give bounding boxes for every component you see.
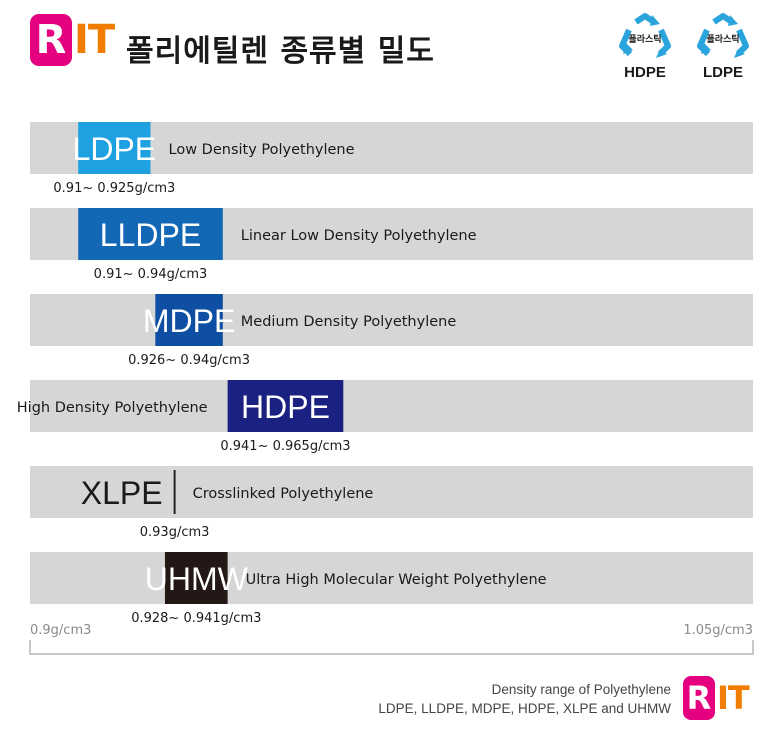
density-range-bar xyxy=(227,380,344,432)
recycle-label: HDPE xyxy=(624,64,666,81)
recycle-ldpe-symbol: 플라스틱 LDPE xyxy=(688,12,758,81)
density-range-bar xyxy=(78,122,151,174)
description-label: Ultra High Molecular Weight Polyethylene xyxy=(246,572,547,588)
density-range-bar xyxy=(78,208,223,260)
recycle-inner-text: 플라스틱 xyxy=(628,33,661,45)
recycle-inner-text: 플라스틱 xyxy=(706,33,739,45)
logo-it-mark: IT xyxy=(74,17,115,63)
bar-name-label: XLPE xyxy=(81,475,163,511)
page-title: 폴리에틸렌 종류별 밀도 xyxy=(126,34,435,69)
range-value-label: 0.941~ 0.965g/cm3 xyxy=(220,439,350,454)
description-label: High Density Polyethylene xyxy=(17,400,208,416)
bar-name-label: LLDPE xyxy=(100,217,201,253)
recycle-hdpe-symbol: 플라스틱 HDPE xyxy=(610,12,680,81)
recycle-label: LDPE xyxy=(702,64,743,81)
description-label: Crosslinked Polyethylene xyxy=(193,486,374,502)
x-axis-start-label: 0.9g/cm3 xyxy=(30,623,91,638)
range-value-label: 0.91~ 0.925g/cm3 xyxy=(53,181,175,196)
logo-r-mark: R xyxy=(30,14,72,66)
description-label: Low Density Polyethylene xyxy=(169,142,355,158)
density-range-bar xyxy=(155,294,223,346)
logo-r-mark: R xyxy=(683,676,715,720)
x-axis-bracket xyxy=(29,640,754,655)
bar-name-label: UHMW xyxy=(145,561,249,597)
recycle-icon: 플라스틱 xyxy=(697,13,749,58)
description-label: Linear Low Density Polyethylene xyxy=(241,228,477,244)
x-axis-end-label: 1.05g/cm3 xyxy=(683,623,753,638)
rit-logo: R IT xyxy=(30,14,115,66)
logo-it-mark: IT xyxy=(717,679,750,717)
bar-track xyxy=(30,380,753,432)
range-value-label: 0.93g/cm3 xyxy=(140,525,210,540)
range-value-label: 0.91~ 0.94g/cm3 xyxy=(94,267,208,282)
range-value-label: 0.926~ 0.94g/cm3 xyxy=(128,353,250,368)
recycle-icon: 플라스틱 xyxy=(619,13,671,58)
bar-track xyxy=(30,552,753,604)
bar-track xyxy=(30,466,753,518)
density-range-bar xyxy=(164,552,228,604)
footer-caption: Density range of Polyethylene LDPE, LLDP… xyxy=(378,680,671,718)
footer-line-1: Density range of Polyethylene xyxy=(491,682,671,697)
footer-line-2: LDPE, LLDPE, MDPE, HDPE, XLPE and UHMW xyxy=(378,701,671,716)
bar-track xyxy=(30,294,753,346)
bar-name-label: MDPE xyxy=(143,303,235,339)
bar-name-label: HDPE xyxy=(241,389,330,425)
rit-logo-footer: R IT xyxy=(683,676,750,720)
bar-name-label: LDPE xyxy=(73,131,157,167)
description-label: Medium Density Polyethylene xyxy=(241,314,457,330)
range-value-label: 0.928~ 0.941g/cm3 xyxy=(131,611,261,626)
